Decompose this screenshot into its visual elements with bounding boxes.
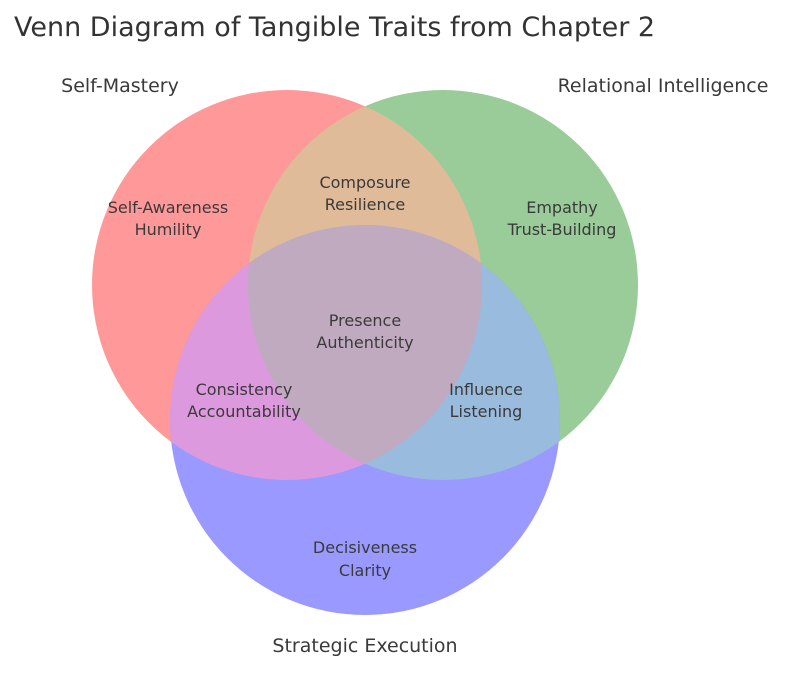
region-label-line: Listening [450, 402, 523, 421]
region-label-line: Humility [135, 220, 202, 239]
region-self-mastery-relational: Composure Resilience [319, 173, 410, 214]
region-label-line: Empathy [526, 198, 598, 217]
region-relational-strategic: Influence Listening [449, 380, 523, 421]
set-label-self-mastery: Self-Mastery [61, 75, 179, 97]
region-label-line: Presence [329, 311, 401, 330]
region-label-line: Self-Awareness [108, 198, 229, 217]
region-label-line: Influence [449, 380, 523, 399]
diagram-title: Venn Diagram of Tangible Traits from Cha… [14, 12, 655, 43]
region-label-line: Accountability [187, 402, 301, 421]
region-label-line: Composure [319, 173, 410, 192]
set-label-strategic-execution: Strategic Execution [272, 635, 457, 657]
region-label-line: Resilience [325, 195, 406, 214]
overlap-all-three [248, 225, 482, 480]
region-relational-only: Empathy Trust-Building [507, 198, 617, 239]
region-label-line: Decisiveness [313, 538, 417, 557]
region-strategic-only: Decisiveness Clarity [313, 538, 417, 580]
region-self-mastery-strategic: Consistency Accountability [187, 380, 301, 421]
region-label-line: Authenticity [316, 333, 413, 352]
region-self-mastery-only: Self-Awareness Humility [108, 198, 229, 239]
set-label-relational-intelligence: Relational Intelligence [558, 75, 769, 97]
region-label-line: Consistency [196, 380, 293, 399]
region-label-line: Clarity [339, 561, 391, 580]
region-label-line: Trust-Building [507, 220, 617, 239]
region-all-three: Presence Authenticity [316, 311, 413, 352]
